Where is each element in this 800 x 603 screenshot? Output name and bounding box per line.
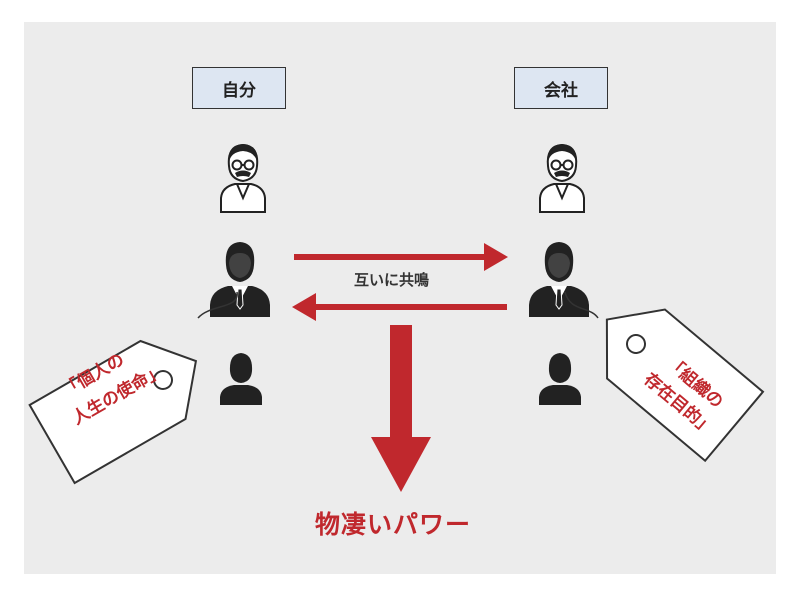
person-icon-right <box>539 353 581 405</box>
arrow-left <box>292 293 507 321</box>
arrow-right <box>294 243 508 271</box>
self-label-text: 自分 <box>222 80 256 101</box>
tag-right <box>605 308 765 463</box>
businessman-icon-left <box>209 241 271 318</box>
businessman-icon-right <box>528 241 590 318</box>
company-label: 会社 <box>514 67 608 109</box>
elder-person-icon-left <box>220 143 266 213</box>
tag-string-right <box>564 291 599 319</box>
company-label-text: 会社 <box>544 80 578 101</box>
self-label: 自分 <box>192 67 286 109</box>
tag-string-left <box>197 291 238 319</box>
tag-left <box>28 339 198 485</box>
arrow-down <box>371 325 431 492</box>
result-label: 物凄いパワー <box>315 510 472 539</box>
elder-person-icon-right <box>539 143 585 213</box>
mutual-resonance-label: 互いに共鳴 <box>354 271 430 289</box>
person-icon-left <box>220 353 262 405</box>
